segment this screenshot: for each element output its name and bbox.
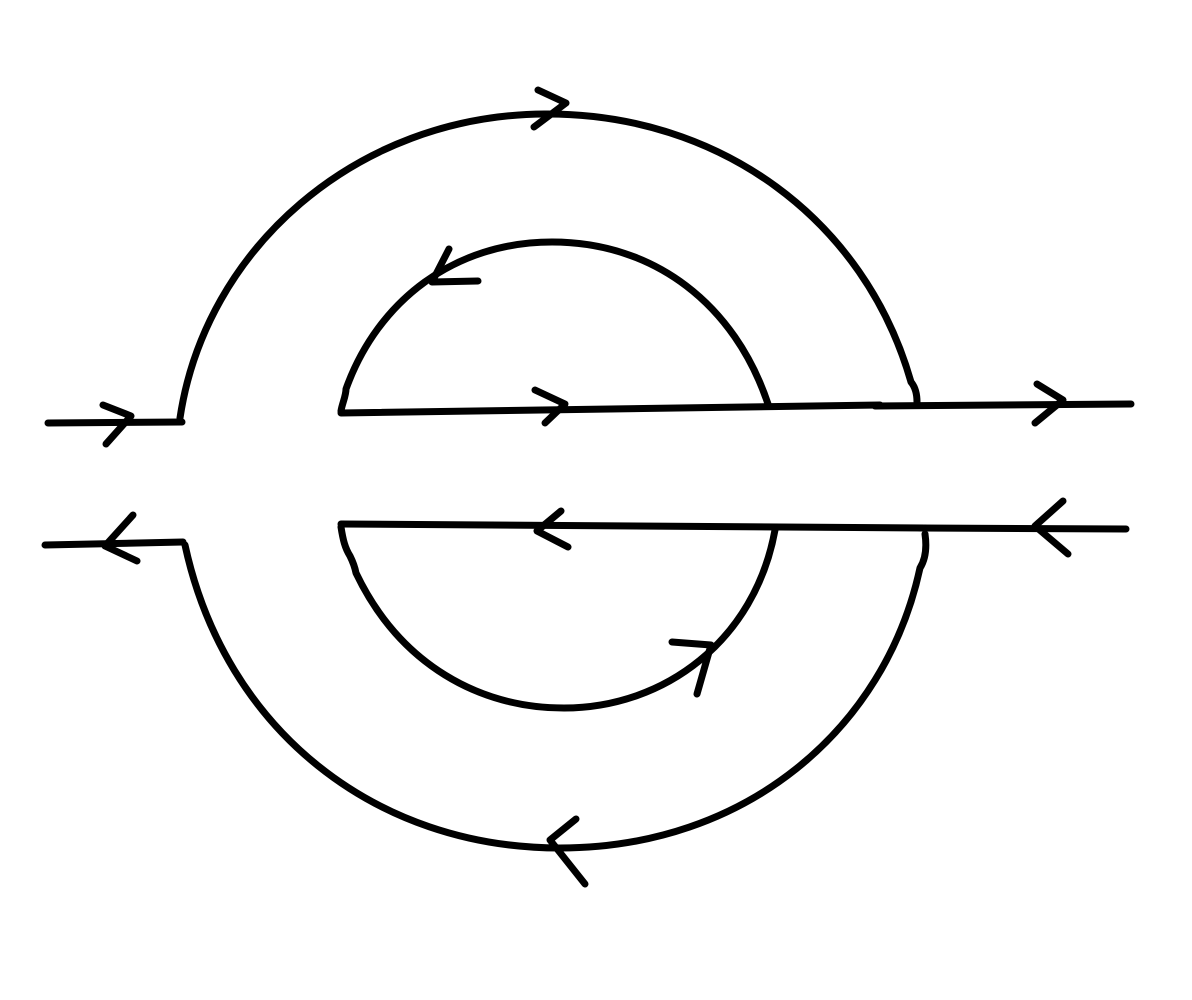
upper-left-horizontal-line (44, 418, 186, 427)
lower-outer-arc-arrowhead (546, 815, 589, 888)
upper-left-arrowhead (99, 401, 135, 448)
lower-middle-horizontal-line (337, 520, 929, 532)
upper-outer-arc-arrowhead (530, 86, 570, 131)
lower-inner-arc (337, 523, 779, 712)
lower-right-horizontal-line (916, 524, 1130, 533)
upper-right-horizontal-line (871, 400, 1135, 410)
lower-right-arrowhead (1031, 497, 1072, 558)
upper-inner-arc-arrowhead (428, 245, 482, 286)
lower-outer-arc (181, 530, 930, 852)
upper-contour (44, 86, 1135, 448)
upper-outer-arc (176, 110, 921, 422)
upper-middle-arrowhead (531, 386, 569, 427)
lower-middle-arrowhead (533, 507, 572, 551)
lower-contour (41, 497, 1130, 888)
upper-middle-horizontal-line (337, 401, 884, 417)
lower-left-horizontal-line (41, 538, 187, 549)
upper-inner-arc (337, 238, 772, 415)
lower-inner-arc-arrowhead (668, 638, 715, 698)
lower-left-arrowhead (101, 511, 141, 565)
upper-right-arrowhead (1031, 380, 1067, 427)
